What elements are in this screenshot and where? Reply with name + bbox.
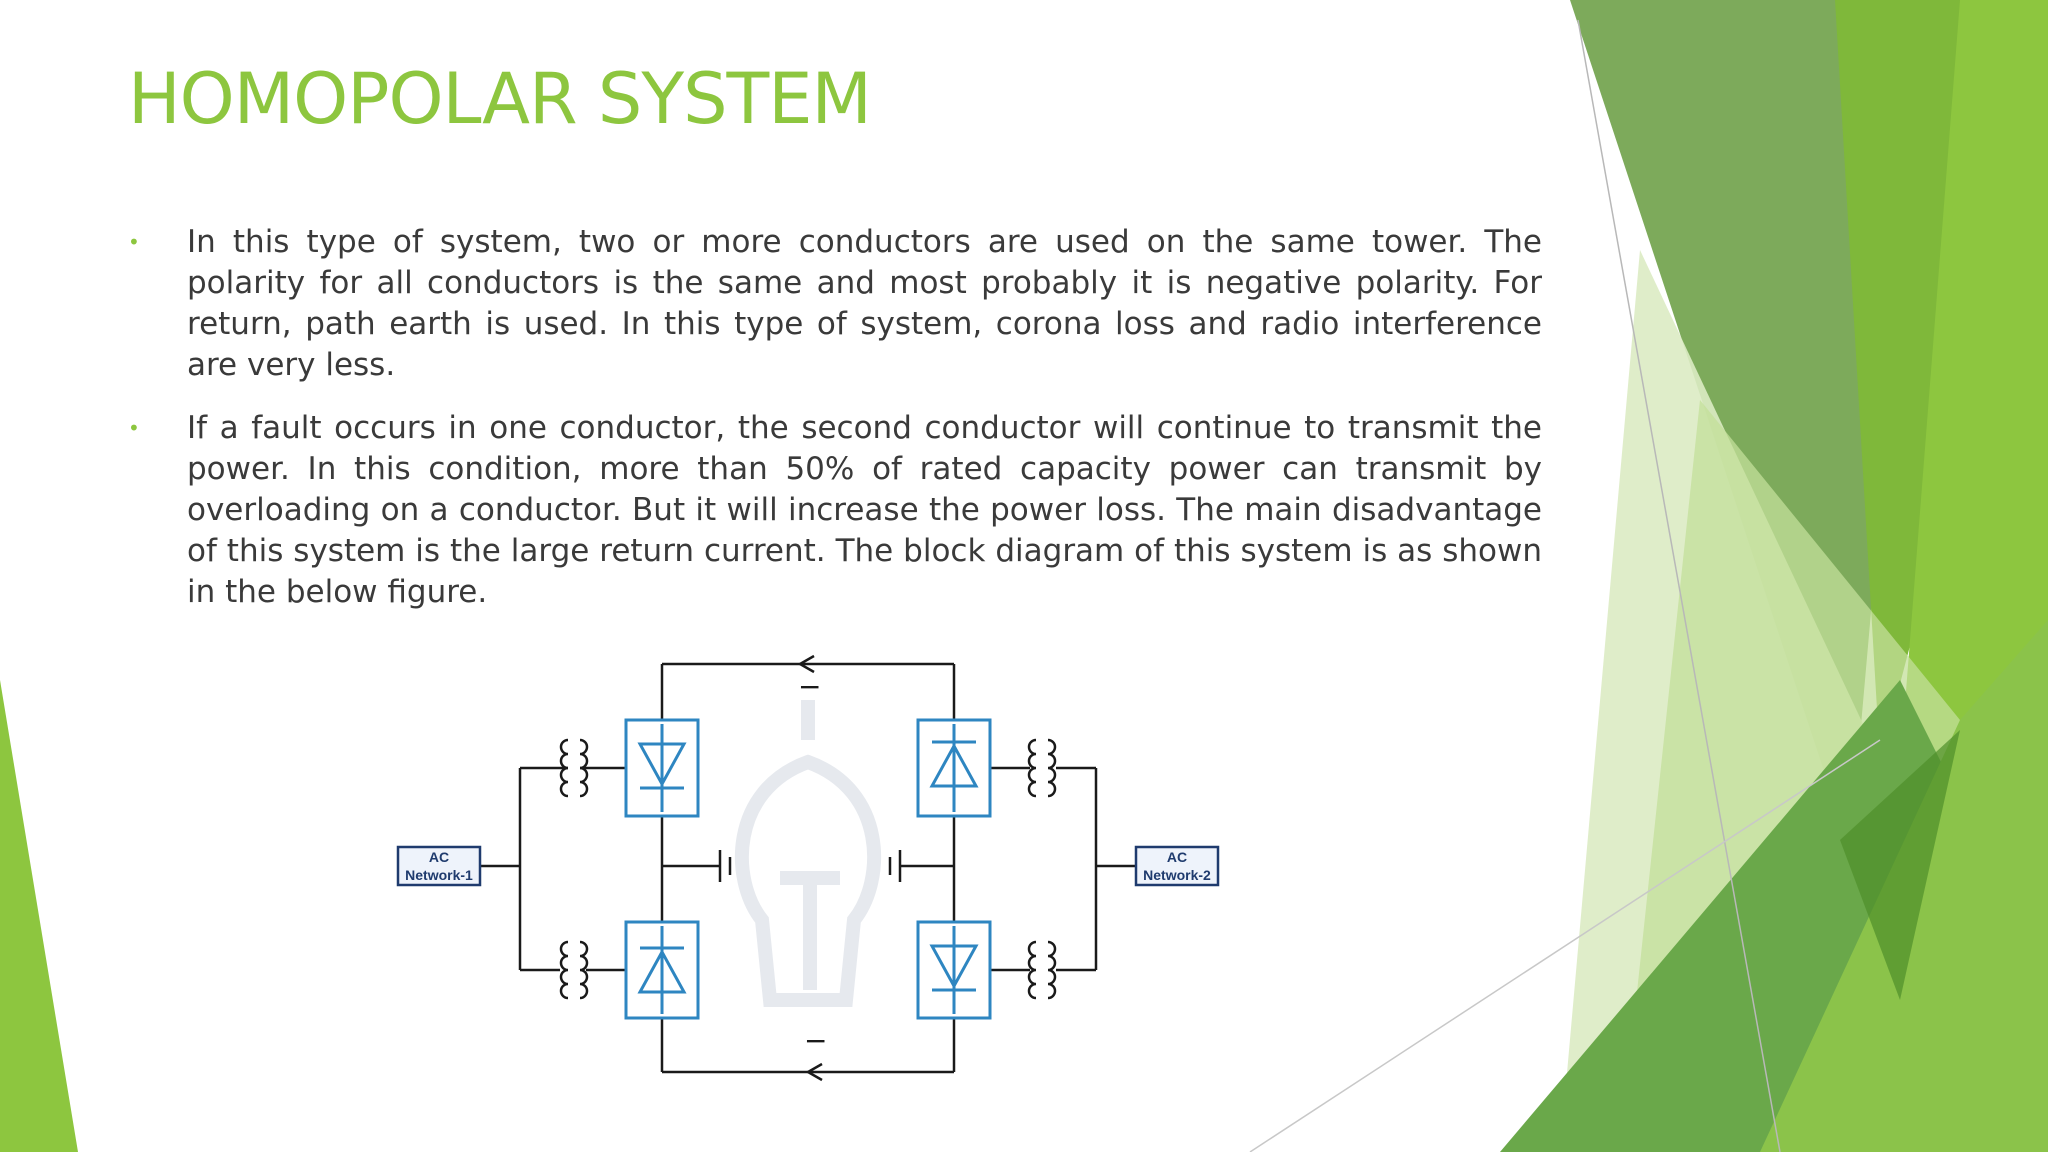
- left-bottom-transformer-icon: [559, 940, 589, 1000]
- bottom-polarity-sign: −: [804, 1024, 827, 1057]
- bullet-item: • If a fault occurs in one conductor, th…: [128, 408, 1542, 613]
- top-arrow-icon: [797, 654, 815, 674]
- thin-line-1: [1577, 19, 1781, 1152]
- bullet-text: If a fault occurs in one conductor, the …: [187, 410, 1542, 610]
- ac-network-2-box: AC Network-2: [1134, 845, 1220, 887]
- facet-deep-green: [1840, 730, 1960, 1000]
- thin-line-2: [1249, 739, 1881, 1152]
- bullet-text: In this type of system, two or more cond…: [187, 224, 1542, 383]
- right-earth-battery-icon: [888, 850, 902, 882]
- ac-network-2-line2: Network-2: [1143, 867, 1211, 883]
- facet-left-lime: [0, 680, 78, 1152]
- right-top-transformer-icon: [1027, 738, 1057, 798]
- bottom-arrow-icon: [805, 1062, 823, 1082]
- bullet-marker-icon: •: [128, 230, 140, 254]
- right-bottom-transformer-icon: [1027, 940, 1057, 1000]
- ac-network-2-line1: AC: [1167, 849, 1187, 865]
- bullet-marker-icon: •: [128, 416, 140, 440]
- slide-title: HOMOPOLAR SYSTEM: [128, 58, 872, 140]
- bullet-item: • In this type of system, two or more co…: [128, 222, 1542, 386]
- valve-bottom-left-icon: [624, 920, 700, 1020]
- left-top-transformer-icon: [559, 738, 589, 798]
- valve-bottom-right-icon: [916, 920, 992, 1020]
- left-earth-battery-icon: [718, 850, 732, 882]
- ac-network-1-line1: AC: [429, 849, 449, 865]
- homopolar-block-diagram: − −: [396, 654, 1220, 1082]
- bullet-list: • In this type of system, two or more co…: [128, 222, 1542, 635]
- valve-top-left-icon: [624, 718, 700, 818]
- watermark-bulb-icon: [734, 700, 882, 1007]
- top-polarity-sign: −: [798, 670, 821, 703]
- ac-network-1-box: AC Network-1: [396, 845, 482, 887]
- valve-top-right-icon: [916, 718, 992, 818]
- ac-network-1-line2: Network-1: [405, 867, 473, 883]
